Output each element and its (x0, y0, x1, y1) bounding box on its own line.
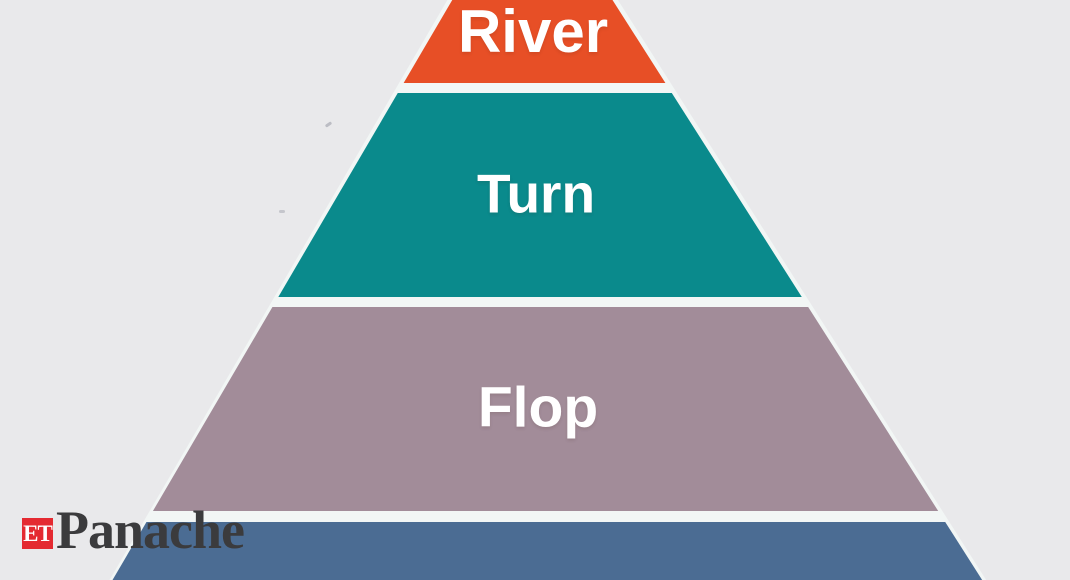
background-speck (324, 121, 333, 128)
pyramid-layer-bottom (109, 522, 986, 580)
background-speck (279, 210, 285, 213)
brand-text: Panache (56, 500, 245, 560)
pyramid-label-flop: Flop (477, 375, 599, 440)
pyramid-label-turn: Turn (476, 162, 596, 225)
et-logo-box: ET (22, 518, 53, 549)
pyramid-label-river: River (457, 0, 609, 65)
et-logo-text: ET (23, 521, 53, 546)
